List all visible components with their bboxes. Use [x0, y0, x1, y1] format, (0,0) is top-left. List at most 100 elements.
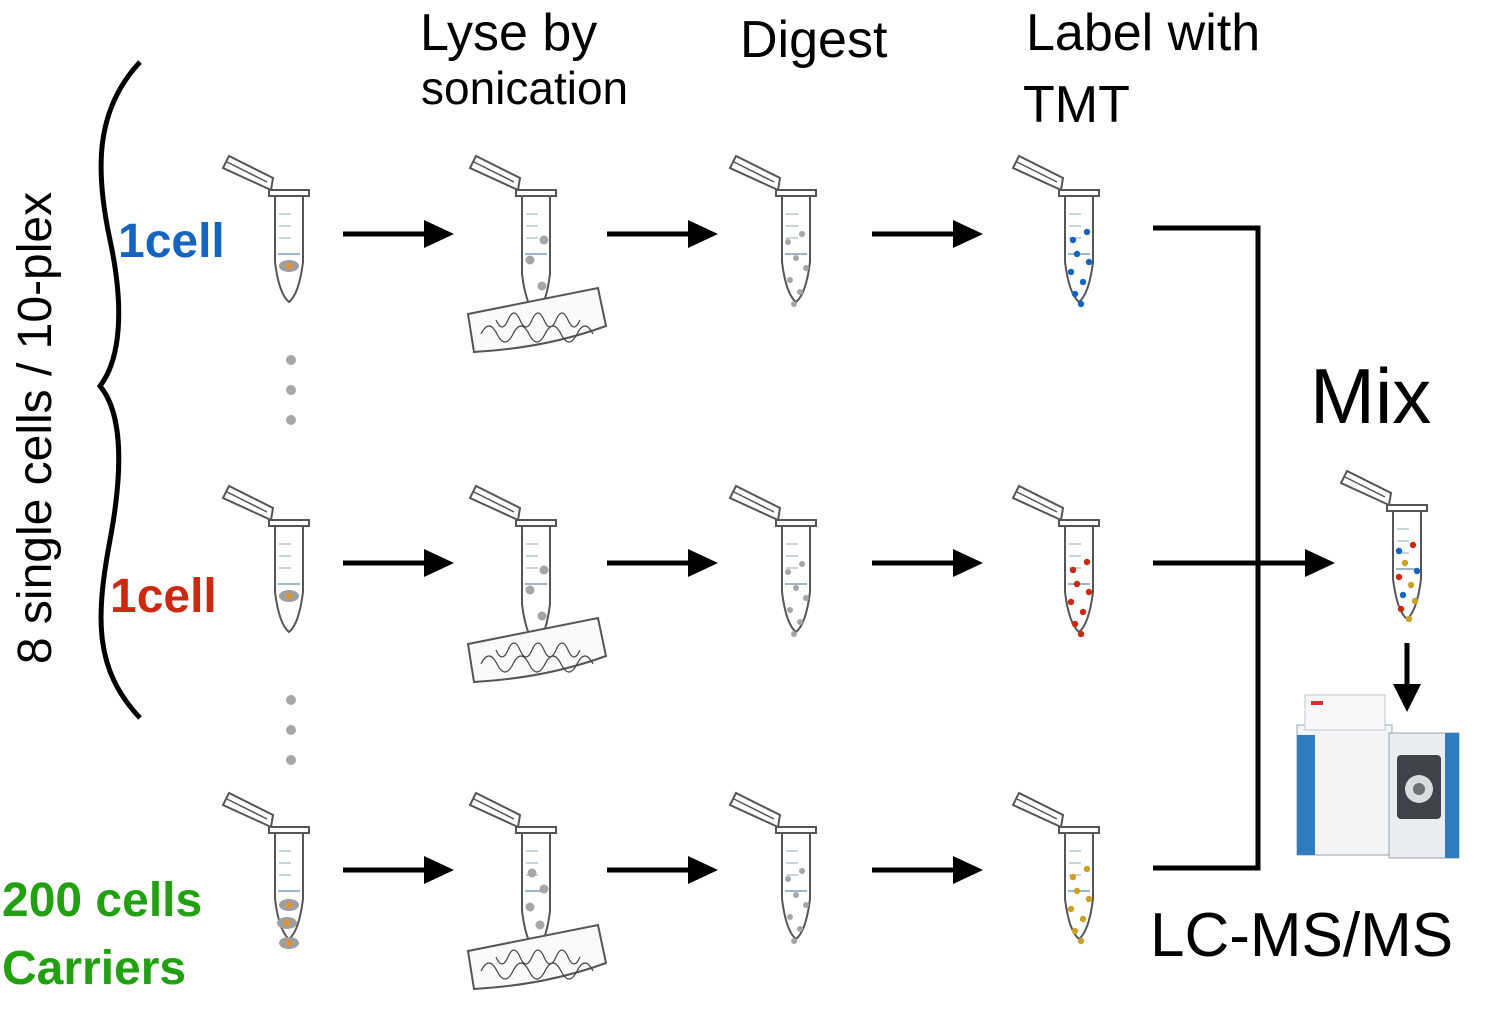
peptide-dot	[1395, 547, 1403, 555]
row-3-label-line1: 200 cells	[2, 874, 203, 927]
peptide-dot	[527, 868, 537, 878]
arrow-right-icon	[607, 856, 718, 884]
peptide-dot	[535, 920, 545, 930]
peptide-dot	[1067, 905, 1075, 913]
peptide-dot	[539, 884, 549, 894]
microcentrifuge-tube-icon	[1011, 791, 1100, 945]
peptide-dot	[803, 265, 809, 271]
peptide-dot	[1073, 887, 1081, 895]
microcentrifuge-tube-icon	[468, 154, 557, 316]
peptide-dot	[1401, 559, 1409, 567]
peptide-dot	[1085, 588, 1093, 596]
microcentrifuge-tube-icon	[221, 791, 310, 949]
arrow-right-icon	[607, 549, 718, 577]
step-mix-title: Mix	[1310, 352, 1432, 440]
peptide-dot	[787, 607, 793, 613]
peptide-dot	[785, 876, 791, 882]
peptide-dot	[1409, 541, 1417, 549]
arrow-right-icon	[872, 856, 983, 884]
peptide-dot	[537, 281, 547, 291]
peptide-dot	[1407, 581, 1415, 589]
peptide-dot	[1077, 300, 1085, 308]
curly-brace-icon	[96, 60, 142, 720]
peptide-dot	[525, 902, 535, 912]
step-digest-title: Digest	[740, 11, 888, 69]
peptide-dot	[1071, 290, 1079, 298]
microcentrifuge-tube-icon	[1011, 484, 1100, 638]
arrow-down-icon	[1393, 643, 1421, 712]
peptide-dot	[1397, 605, 1405, 613]
peptide-dot	[793, 892, 799, 898]
ellipsis-dot	[286, 725, 296, 735]
peptide-dot	[1079, 608, 1087, 616]
ellipsis-dot	[286, 695, 296, 705]
peptide-dot	[1405, 615, 1413, 623]
peptide-dot	[1085, 895, 1093, 903]
peptide-dot	[525, 585, 535, 595]
step-label-title-line1: Label with	[1026, 4, 1261, 62]
peptide-dot	[1069, 873, 1077, 881]
peptide-dot	[1069, 236, 1077, 244]
peptide-dot	[1067, 598, 1075, 606]
arrow-right-icon	[607, 220, 718, 248]
peptide-dot	[803, 902, 809, 908]
merge-bracket	[1153, 225, 1261, 871]
mass-spectrometer-icon	[1296, 694, 1460, 859]
mix-arrow	[1153, 549, 1335, 577]
peptide-dot	[1083, 228, 1091, 236]
sonicator-probe-icon	[466, 923, 608, 991]
step-lyse-title-line2: sonication	[421, 62, 629, 114]
peptide-dot	[1069, 566, 1077, 574]
row-1-label: 1cell	[118, 215, 225, 268]
ellipsis-dot	[286, 355, 296, 365]
side-label-rotated: 8 single cells / 10-plex	[9, 191, 62, 665]
peptide-dot	[787, 914, 793, 920]
arrow-right-icon	[343, 220, 454, 248]
ellipsis-dot	[286, 415, 296, 425]
step-lyse-title-line1: Lyse by	[420, 4, 598, 62]
peptide-dot	[1067, 268, 1075, 276]
peptide-dot	[1413, 567, 1421, 575]
microcentrifuge-tube-icon	[221, 484, 310, 634]
peptide-dot	[799, 868, 805, 874]
peptide-dot	[1073, 580, 1081, 588]
microcentrifuge-tube-icon	[468, 791, 557, 953]
row-2-label: 1cell	[110, 570, 217, 623]
peptide-dot	[1083, 865, 1091, 873]
peptide-dot	[1411, 597, 1419, 605]
peptide-dot	[799, 561, 805, 567]
peptide-dot	[1395, 573, 1403, 581]
peptide-dot	[1083, 558, 1091, 566]
microcentrifuge-tube-icon	[468, 484, 557, 646]
peptide-dot	[1077, 937, 1085, 945]
ellipsis-dot	[286, 755, 296, 765]
arrow-right-icon	[343, 549, 454, 577]
peptide-dot	[791, 631, 797, 637]
peptide-dot	[1399, 591, 1407, 599]
sonicator-probe-icon	[466, 286, 608, 354]
arrow-right-icon	[343, 856, 454, 884]
ellipsis-dot	[286, 385, 296, 395]
peptide-dot	[793, 585, 799, 591]
microcentrifuge-tube-icon	[1011, 154, 1100, 308]
peptide-dot	[793, 255, 799, 261]
peptide-dot	[791, 938, 797, 944]
peptide-dot	[799, 231, 805, 237]
peptide-dot	[797, 289, 803, 295]
microcentrifuge-tube-icon	[1339, 469, 1428, 623]
peptide-dot	[787, 277, 793, 283]
peptide-dot	[1079, 278, 1087, 286]
row-3-label-line2: Carriers	[2, 942, 187, 995]
microcentrifuge-tube-icon	[221, 154, 310, 304]
sonicator-probe-icon	[466, 616, 608, 684]
peptide-dot	[797, 926, 803, 932]
peptide-dot	[803, 595, 809, 601]
step-lcms-title: LC-MS/MS	[1150, 901, 1454, 970]
microcentrifuge-tube-icon	[728, 154, 817, 307]
arrow-right-icon	[872, 220, 983, 248]
peptide-dot	[1073, 250, 1081, 258]
peptide-dot	[539, 235, 549, 245]
peptide-dot	[797, 619, 803, 625]
